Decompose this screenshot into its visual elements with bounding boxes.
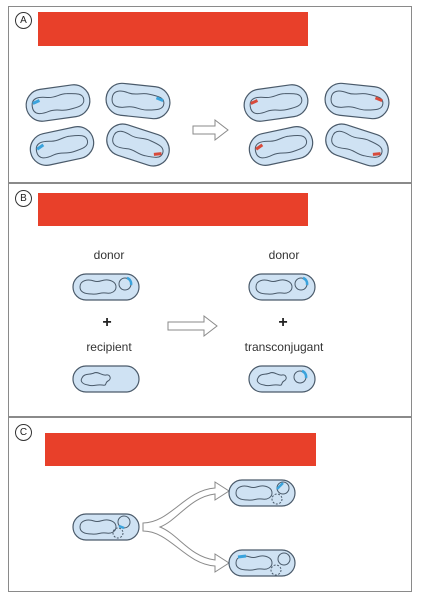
donor-label-left: donor — [93, 248, 125, 262]
panel-c-label: C — [15, 424, 32, 441]
transconjugant-cell — [248, 365, 316, 393]
recipient-cell — [72, 365, 140, 393]
cell-a6 — [322, 81, 392, 121]
panel-a-arrow — [192, 118, 229, 142]
panel-b-arrow — [167, 314, 218, 338]
cell-a8 — [321, 119, 393, 171]
cell-a4 — [102, 119, 174, 171]
cell-a5 — [241, 82, 311, 124]
panel-b-label: B — [15, 190, 32, 207]
donor-label-right: donor — [268, 248, 300, 262]
plus-right: + — [278, 314, 288, 331]
donor-cell-right — [248, 273, 316, 301]
panel-b-redacted-title — [38, 193, 308, 226]
cell-a2 — [103, 81, 173, 121]
panel-a-label: A — [15, 12, 32, 29]
daughter-cell-top — [228, 479, 296, 507]
panel-c-redacted-title — [45, 433, 316, 466]
plus-left: + — [102, 314, 112, 331]
donor-cell-left — [72, 273, 140, 301]
daughter-cell-bottom — [228, 549, 296, 577]
cell-a7 — [245, 123, 317, 169]
panel-a-redacted-title — [38, 12, 308, 46]
transconjugant-label: transconjugant — [244, 340, 324, 354]
panel-b: B donor donor + + recipient transconjuga… — [8, 183, 412, 417]
cell-a1 — [23, 82, 93, 124]
panel-c-branch-arrow — [142, 481, 230, 573]
recipient-label: recipient — [86, 340, 132, 354]
cell-a3 — [26, 123, 98, 169]
mother-cell — [72, 513, 140, 541]
